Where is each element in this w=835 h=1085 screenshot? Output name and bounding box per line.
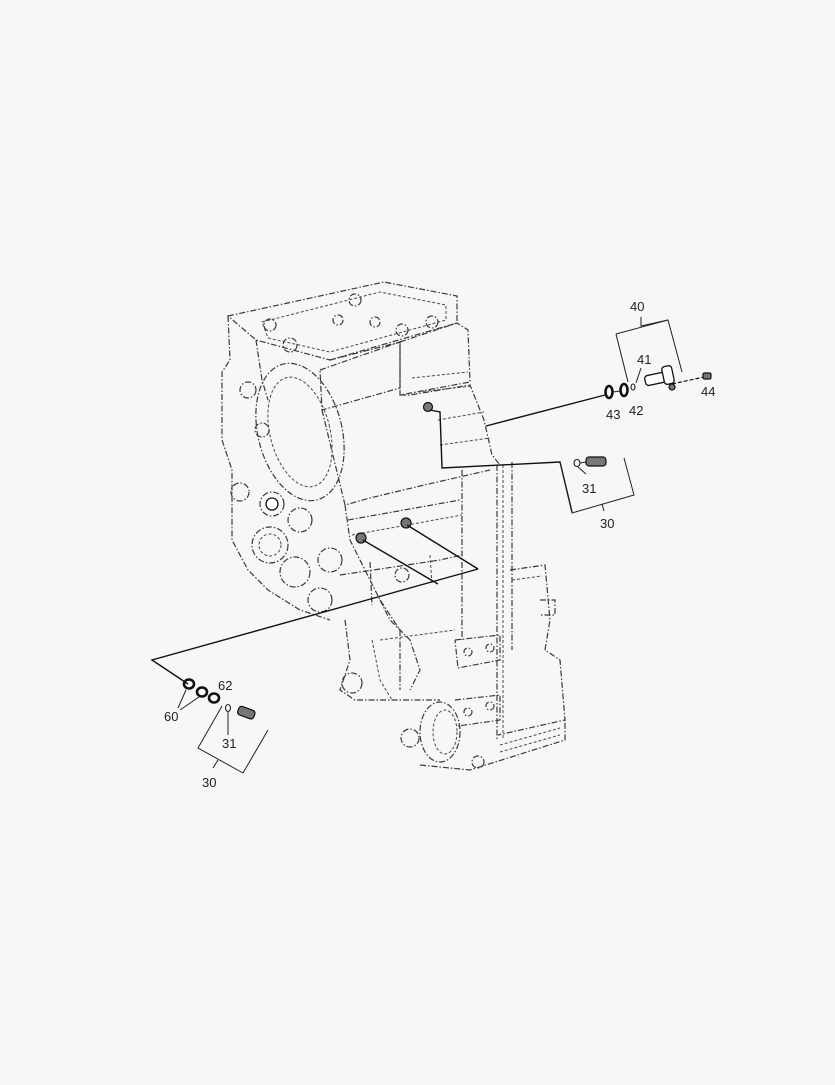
part-group-30-lower <box>177 678 269 774</box>
part-group-40 <box>604 317 712 400</box>
seal-ring-43 <box>604 384 614 400</box>
callout-60: 60 <box>164 709 179 724</box>
plug-30-upper <box>585 456 607 467</box>
plug-30-lower <box>237 705 256 720</box>
callout-31-lower: 31 <box>222 736 237 751</box>
callout-41: 41 <box>637 352 652 367</box>
seal-ring-42 <box>619 382 629 398</box>
callout-44: 44 <box>701 384 716 399</box>
callout-42: 42 <box>629 403 644 418</box>
port-upper <box>422 401 434 413</box>
o-ring-41 <box>630 383 636 391</box>
leader-lines <box>150 394 606 685</box>
seal-ring-60-b <box>195 686 209 698</box>
callout-40: 40 <box>630 299 645 314</box>
callout-62: 62 <box>218 678 233 693</box>
part-group-30-upper <box>559 456 635 514</box>
transmission-housing <box>221 281 566 771</box>
callout-31-upper: 31 <box>582 481 597 496</box>
o-ring-31-upper <box>573 458 581 468</box>
o-ring-31-lower <box>224 703 232 713</box>
callout-30-upper: 30 <box>600 516 615 531</box>
bolt-44 <box>702 372 712 380</box>
callout-30-lower: 30 <box>202 775 217 790</box>
seal-ring-62 <box>207 692 221 704</box>
callout-43: 43 <box>606 407 621 422</box>
seal-ring-60-a <box>182 678 196 690</box>
